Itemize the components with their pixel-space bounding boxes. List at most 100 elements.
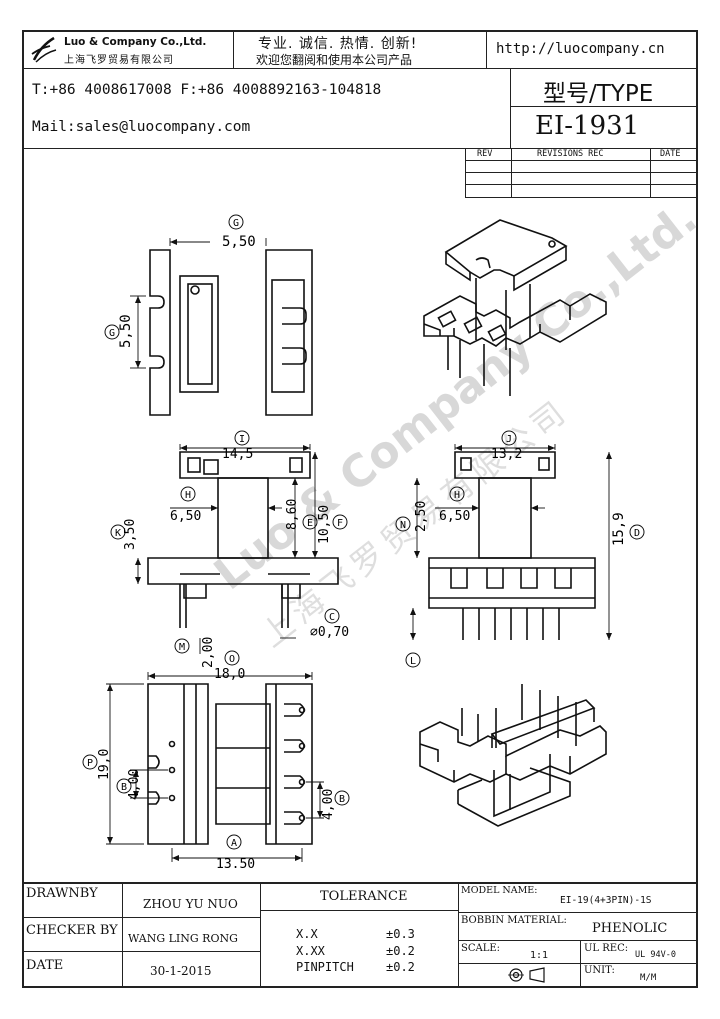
isometric-view-top xyxy=(423,219,607,396)
dim-k-value: 3,50 xyxy=(123,519,138,550)
dim-b2-value: 4,00 xyxy=(321,789,336,820)
website-link[interactable]: http://luocompany.cn xyxy=(496,41,665,57)
dim-letter-n: N xyxy=(400,520,406,531)
slogan-line1: 专业. 诚信. 热情. 创新! xyxy=(258,36,418,52)
date-header: DATE xyxy=(660,149,681,159)
type-label: 型号/TYPE xyxy=(543,81,654,107)
drawing-frame xyxy=(22,30,698,988)
dim-letter-c: C xyxy=(329,612,335,623)
checker-value: WANG LING RONG xyxy=(128,932,238,945)
dim-f-value: 10,50 xyxy=(317,505,332,544)
dim-letter-e: E xyxy=(307,518,313,529)
type-value: EI-1931 xyxy=(535,111,640,141)
tb-right-col xyxy=(580,940,581,988)
drawn-by-label: DRAWNBY xyxy=(26,886,98,901)
contact-phone-fax: T:+86 4008617008 F:+86 4008892163-104818 xyxy=(32,82,382,98)
dim-letter-g2: G xyxy=(109,328,115,339)
isometric-view-bottom xyxy=(419,684,607,827)
tb-col2 xyxy=(260,882,261,988)
bobbin-material-value: PHENOLIC xyxy=(592,921,668,936)
revision-table xyxy=(465,148,698,198)
drawn-by-value: ZHOU YU NUO xyxy=(143,897,238,911)
dim-c-value: ∅0,70 xyxy=(310,625,349,640)
company-name-en: Luo & Company Co.,Ltd. xyxy=(64,36,207,48)
tol-xxx-label: X.XX xyxy=(296,944,325,958)
type-box-mid xyxy=(510,106,698,107)
dim-e-value: 8,60 xyxy=(285,499,300,530)
rev-header: REV xyxy=(477,149,493,159)
dim-letter-o: O xyxy=(229,654,235,665)
unit-value: M/M xyxy=(640,973,657,983)
rev-col1 xyxy=(511,148,512,198)
dim-letter-h2: H xyxy=(454,490,460,501)
dim-letter-g: G xyxy=(233,218,239,229)
tb-right-row3 xyxy=(458,963,698,964)
dim-letter-a: A xyxy=(231,838,237,849)
header-col1 xyxy=(233,30,234,68)
header-bottom xyxy=(22,148,698,149)
dim-letter-d: D xyxy=(634,528,640,539)
tol-xx-label: X.X xyxy=(296,927,318,941)
dim-o-value: 18,0 xyxy=(214,667,245,682)
tb-row1-left xyxy=(22,917,260,918)
bobbin-material-label: BOBBIN MATERIAL: xyxy=(461,915,567,926)
dim-letter-m: M xyxy=(179,642,185,653)
dim-p-value: 19,0 xyxy=(97,749,112,780)
tol-xxx-value: ±0.2 xyxy=(386,944,415,958)
rev-row1 xyxy=(465,160,698,161)
company-name-cn: 上海飞罗贸易有限公司 xyxy=(64,55,174,66)
dim-a-value: 13.50 xyxy=(216,857,255,870)
scale-label: SCALE: xyxy=(461,943,501,954)
top-view-drawing: G 5,50 G 5,50 xyxy=(104,214,313,416)
dim-i-value: 14,5 xyxy=(222,447,253,462)
dim-letter-h: H xyxy=(185,490,191,501)
dim-letter-k: K xyxy=(115,528,121,539)
side-view-drawing: J 13,2 H 6,50 N 2,50 15,9 D L xyxy=(395,430,645,668)
dim-g-value: 5,50 xyxy=(222,234,256,250)
dim-b-value: 4,00 xyxy=(127,769,142,800)
date-value: 30-1-2015 xyxy=(150,964,212,978)
revisions-rec-header: REVISIONS REC xyxy=(537,149,604,159)
dim-n-value: 2,50 xyxy=(414,501,429,532)
tb-right-row2 xyxy=(458,940,698,941)
rev-row3 xyxy=(465,184,698,185)
model-name-value: EI-19(4+3PIN)-1S xyxy=(560,895,652,906)
ul-rec-value: UL 94V-0 xyxy=(635,950,676,960)
header-col2 xyxy=(486,30,487,68)
header-divider xyxy=(22,68,698,69)
unit-label: UNIT: xyxy=(584,965,615,976)
dim-g2-value: 5,50 xyxy=(118,314,134,348)
rev-col2 xyxy=(650,148,651,198)
dim-m-value: 2,00 xyxy=(201,637,216,668)
dim-letter-b2: B xyxy=(339,794,345,805)
dim-d-value: 15,9 xyxy=(611,512,627,546)
tb-tol-divider xyxy=(260,910,458,911)
tb-row2-left xyxy=(22,951,260,952)
dim-j-value: 13,2 xyxy=(491,447,522,462)
ul-rec-label: UL REC: xyxy=(584,943,629,954)
company-logo-icon xyxy=(31,36,57,63)
front-view-drawing: I 14,5 H 6,50 8,60 E 10,50 F K 3,50 2,00… xyxy=(110,430,349,668)
checker-label: CHECKER BY xyxy=(26,923,118,938)
type-box-left xyxy=(510,68,511,148)
tb-right-row1 xyxy=(458,912,698,913)
dim-letter-p: P xyxy=(87,758,93,769)
date-label: DATE xyxy=(26,958,64,973)
dim-h-value: 6,50 xyxy=(170,509,201,524)
tb-col1 xyxy=(122,882,123,988)
rev-row2 xyxy=(465,172,698,173)
slogan-line2: 欢迎您翻阅和使用本公司产品 xyxy=(256,53,413,67)
dim-letter-b: B xyxy=(121,782,127,793)
dim-letter-j: J xyxy=(506,434,512,445)
titleblock-top xyxy=(22,882,698,884)
tolerance-label: TOLERANCE xyxy=(320,889,408,904)
bottom-view-drawing: O 18,0 P 19,0 B 4,00 4,00 B A 13.50 xyxy=(82,650,350,870)
dim-letter-f: F xyxy=(337,518,343,529)
dim-h2-value: 6,50 xyxy=(439,509,470,524)
model-name-label: MODEL NAME: xyxy=(461,885,538,896)
tb-col3 xyxy=(458,882,459,988)
projection-symbol-icon xyxy=(508,967,545,983)
dim-letter-i: I xyxy=(239,434,245,445)
scale-value: 1:1 xyxy=(530,950,549,961)
pinpitch-value: ±0.2 xyxy=(386,960,415,974)
